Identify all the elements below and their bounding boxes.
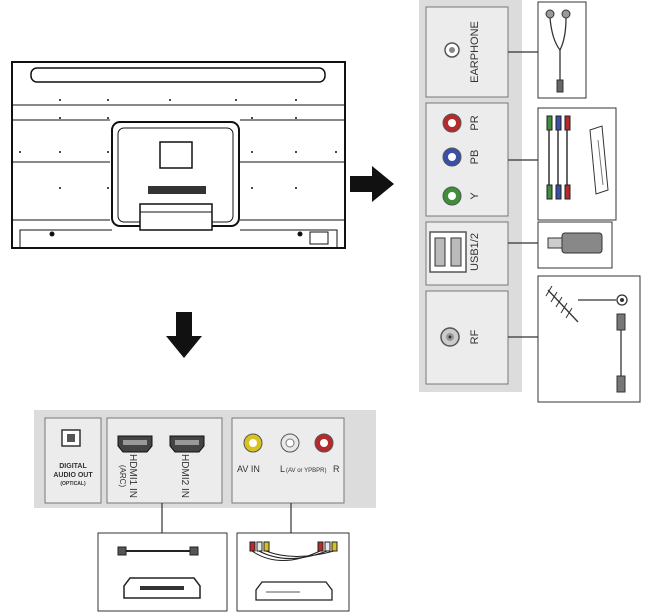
- hdmi1-port-icon: [117, 435, 153, 453]
- tv-back-view: [11, 61, 346, 249]
- right-arrow-icon: [350, 166, 394, 202]
- digital-audio-label-3: (OPTICAL): [60, 481, 86, 487]
- pb-label: PB: [469, 150, 481, 165]
- hdmi1-arc-label: (ARC): [118, 465, 127, 488]
- earphone-label: EARPHONE: [469, 21, 481, 83]
- audio-r-label: R: [333, 464, 340, 474]
- side-panel: [419, 0, 522, 392]
- usb-stick-device: [537, 221, 613, 269]
- av-device: [236, 532, 350, 612]
- hdmi-device: [97, 532, 228, 612]
- bottom-panel: [34, 410, 376, 508]
- av-in-label: AV IN: [237, 464, 260, 474]
- audio-l-label: L: [280, 464, 285, 474]
- digital-audio-label-2: AUDIO OUT: [53, 472, 93, 479]
- y-label: Y: [469, 192, 481, 200]
- pr-label: PR: [469, 115, 481, 130]
- digital-audio-label-1: DIGITAL: [59, 463, 87, 470]
- av-white-jack-icon: [280, 433, 300, 453]
- av-yellow-jack-icon: [243, 433, 263, 453]
- earphones-device: [537, 1, 587, 99]
- pr-jack-icon: [442, 113, 462, 133]
- bottom-connector-lines: [161, 503, 292, 533]
- rf-jack-icon: [440, 327, 460, 347]
- pb-jack-icon: [442, 147, 462, 167]
- down-arrow-icon: [166, 312, 202, 358]
- usb-label: USB1/2: [469, 233, 481, 271]
- optical-port-icon: [61, 429, 81, 447]
- hdmi2-port-icon: [169, 435, 205, 453]
- usb-ports-icon: [429, 231, 467, 273]
- y-jack-icon: [442, 186, 462, 206]
- earphone-jack-icon: [444, 42, 460, 58]
- hdmi2-label: HDMI2 IN: [179, 454, 190, 498]
- av-red-jack-icon: [314, 433, 334, 453]
- audio-source-label: (AV or YPBPR): [286, 468, 326, 474]
- hdmi1-label: HDMI1 IN: [127, 454, 138, 498]
- component-cable-device: [537, 107, 617, 221]
- rf-label: RF: [469, 329, 481, 344]
- antenna-device: [537, 275, 641, 403]
- side-connector-lines: [508, 51, 538, 338]
